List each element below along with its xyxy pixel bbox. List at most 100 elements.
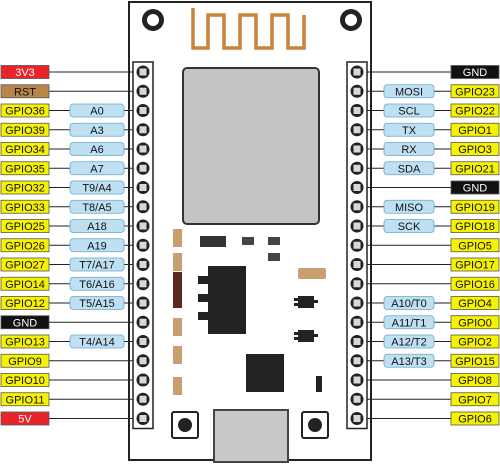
function-label-a11-t1-text: A11/T1 xyxy=(392,317,427,329)
pin-label-gpio15-text: GPIO15 xyxy=(455,356,495,368)
header-pin xyxy=(136,104,150,117)
header-pin xyxy=(136,65,150,79)
pin-label-gpio9: GPIO9 xyxy=(0,353,50,368)
capacitor xyxy=(173,318,182,336)
pin-label-gpio25-text: GPIO25 xyxy=(5,221,45,233)
pin-label-gpio7-text: GPIO7 xyxy=(458,394,492,406)
boot-button[interactable] xyxy=(171,411,199,439)
header-pin xyxy=(136,277,150,291)
pin-label-gpio21-text: GPIO21 xyxy=(455,163,495,175)
capacitor xyxy=(173,253,182,271)
header-pin xyxy=(350,123,364,137)
function-label-a12-t2: A12/T2 xyxy=(383,334,435,349)
pin-label-gpio14: GPIO14 xyxy=(0,276,50,291)
function-label-t6-a16: T6/A16 xyxy=(69,276,125,291)
function-label-a10-t0: A10/T0 xyxy=(383,296,435,310)
function-label-a6-text: A6 xyxy=(90,144,103,156)
pin-label-gpio16: GPIO16 xyxy=(450,276,500,291)
function-label-a12-t2-text: A12/T2 xyxy=(391,337,426,349)
function-label-sda: SDA xyxy=(383,161,435,175)
pin-label-3v3-text: 3V3 xyxy=(15,67,35,79)
pin-label-gpio21: GPIO21 xyxy=(450,161,500,175)
header-pin xyxy=(350,219,364,233)
pin-label-gpio39: GPIO39 xyxy=(0,122,50,137)
function-label-a0-text: A0 xyxy=(90,106,103,118)
pin-label-gnd-text: GND xyxy=(463,183,488,195)
pin-label-gpio2: GPIO2 xyxy=(450,334,500,349)
header-pin xyxy=(136,200,150,214)
rf-shield-module xyxy=(182,67,320,225)
header-pin xyxy=(136,335,150,348)
pin-label-gpio11: GPIO11 xyxy=(0,392,50,406)
header-pin xyxy=(350,412,364,425)
pin-label-gpio10: GPIO10 xyxy=(0,373,50,387)
pin-label-gnd: GND xyxy=(0,315,50,329)
pin-label-gpio23-text: GPIO23 xyxy=(455,86,495,98)
micro-usb-connector xyxy=(213,409,289,463)
pin-label-gpio39-text: GPIO39 xyxy=(5,125,45,137)
function-label-miso-text: MISO xyxy=(395,202,424,214)
pin-label-gnd-text: GND xyxy=(463,67,488,79)
pin-label-rst: RST xyxy=(0,84,50,98)
header-pin xyxy=(350,200,364,214)
function-label-a7: A7 xyxy=(69,161,125,175)
transistor xyxy=(294,330,318,342)
pin-label-gpio19-text: GPIO19 xyxy=(455,202,495,214)
smd-component xyxy=(200,236,226,247)
en-button[interactable] xyxy=(301,411,329,439)
smd-component xyxy=(268,237,280,245)
header-pin xyxy=(136,123,150,137)
function-label-tx: TX xyxy=(383,122,435,137)
pin-label-gpio22-text: GPIO22 xyxy=(455,106,495,118)
pin-label-gpio3-text: GPIO3 xyxy=(458,144,492,156)
function-label-sck-text: SCK xyxy=(398,221,421,233)
smd-component xyxy=(268,253,280,261)
header-pin xyxy=(136,161,150,175)
transistor xyxy=(294,296,318,308)
header-pin xyxy=(350,65,364,79)
capacitor xyxy=(173,229,182,247)
pin-label-gpio35: GPIO35 xyxy=(0,161,50,175)
pin-label-gpio7: GPIO7 xyxy=(450,392,500,406)
function-label-a3-text: A3 xyxy=(90,125,103,137)
function-label-a19-text: A19 xyxy=(87,240,107,252)
function-label-scl-text: SCL xyxy=(398,106,419,118)
pin-label-gpio13-text: GPIO13 xyxy=(5,337,45,349)
header-pin xyxy=(350,84,364,98)
header-pin xyxy=(136,315,150,329)
function-label-t7-a17-text: T7/A17 xyxy=(79,260,114,272)
pin-label-gpio19: GPIO19 xyxy=(450,199,500,214)
usb-uart-chip xyxy=(246,354,284,392)
header-pin xyxy=(136,181,150,194)
esp32-board xyxy=(128,1,372,463)
header-pin xyxy=(350,335,364,348)
function-label-a18: A18 xyxy=(69,219,125,233)
smd-component xyxy=(316,376,322,392)
pin-label-3v3: 3V3 xyxy=(0,65,50,79)
pin-label-gpio5: GPIO5 xyxy=(450,238,500,252)
right-pin-labels: GNDGPIO23MOSIGPIO22SCLGPIO1TXGPIO3RXGPIO… xyxy=(367,65,500,426)
pin-label-gpio36: GPIO36 xyxy=(0,103,50,118)
header-pin xyxy=(350,238,364,252)
function-label-a7-text: A7 xyxy=(90,163,103,175)
pin-label-gpio18: GPIO18 xyxy=(450,219,500,233)
pin-header-right xyxy=(346,61,368,430)
function-label-sda-text: SDA xyxy=(398,163,421,175)
function-label-t9-a4: T9/A4 xyxy=(69,180,125,195)
pin-label-gpio0: GPIO0 xyxy=(450,315,500,329)
capacitor xyxy=(173,346,182,364)
pin-label-gpio2-text: GPIO2 xyxy=(458,337,492,349)
header-pin xyxy=(136,238,150,252)
function-label-t4-a14-text: T4/A14 xyxy=(79,337,114,349)
pin-label-gpio10-text: GPIO10 xyxy=(5,375,45,387)
function-label-t5-a15-text: T5/A15 xyxy=(79,298,114,310)
pin-label-gpio27-text: GPIO27 xyxy=(5,260,45,272)
capacitor xyxy=(298,268,326,279)
pin-label-gpio1: GPIO1 xyxy=(450,122,500,137)
capacitor xyxy=(173,377,182,395)
pin-label-gpio18-text: GPIO18 xyxy=(455,221,495,233)
pin-label-gpio14-text: GPIO14 xyxy=(5,279,45,291)
pin-label-gpio0-text: GPIO0 xyxy=(458,317,492,329)
